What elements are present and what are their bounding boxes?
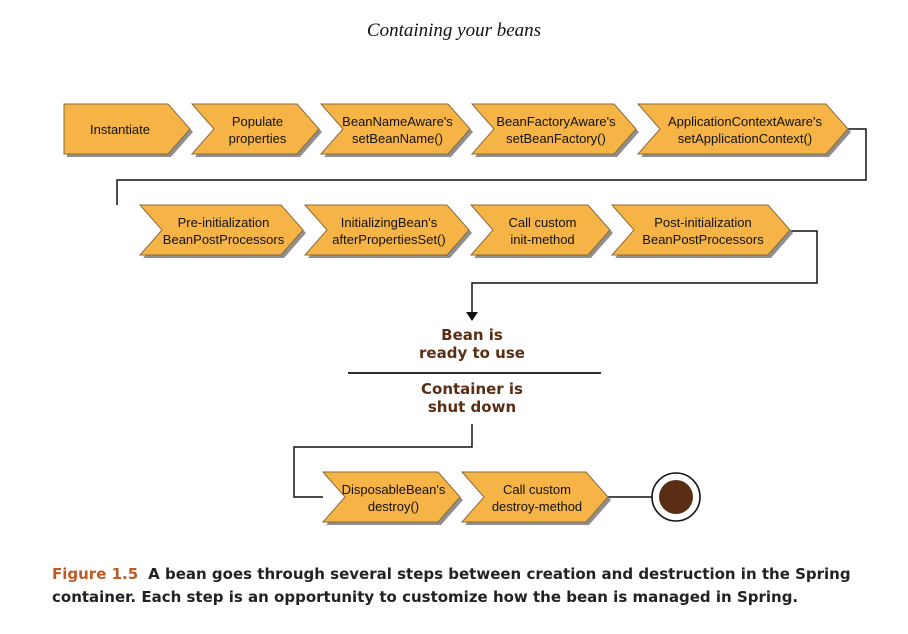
connector-shutdown-to-row3 [293,424,473,498]
chevron-step-4: BeanFactoryAware's setBeanFactory() [470,103,639,157]
chevron-shape [138,204,304,256]
chevron-shape [190,103,320,155]
end-node-dot [659,480,693,514]
chevron-shape [303,204,470,256]
chevron-shape [470,103,637,155]
connector-row2-to-ready [471,230,818,314]
chevron-step-4-line-2: setBeanFactory() [506,131,606,146]
chevron-step-10-line-1: DisposableBean's [342,482,446,497]
chevron-step-8-line-1: Call custom [509,215,577,230]
chevron-step-1: Instantiate [63,103,193,157]
chevron-step-5: ApplicationContextAware's setApplicationC… [636,103,851,157]
chevron-step-9-line-2: BeanPostProcessors [642,232,764,247]
chevron-step-2-line-2: properties [229,131,287,146]
chevron-step-3: BeanNameAware's setBeanName() [319,103,473,157]
chevron-shape [460,471,609,523]
chevron-step-2: Populate properties [190,103,322,157]
chevron-step-11-line-2: destroy-method [492,499,582,514]
figure-caption-text: A bean goes through several steps betwee… [52,565,851,606]
figure-label: Figure 1.5 [52,565,139,583]
page-header: Containing your beans [366,20,542,41]
chevron-shape [319,103,471,155]
state-shutdown-line-2: shut down [428,398,516,416]
chevron-step-3-line-1: BeanNameAware's [342,114,453,129]
chevron-steps: Instantiate Populate properties BeanNameAwa… [63,103,851,525]
chevron-shape [610,204,791,256]
chevron-step-10: DisposableBean's destroy() [321,471,463,525]
state-ready-line-1: Bean is [441,326,503,344]
chevron-step-3-line-2: setBeanName() [352,131,443,146]
connector-row1-to-row2 [116,128,867,205]
chevron-step-8-line-2: init-method [510,232,574,247]
chevron-shape [63,103,191,155]
chevron-step-5-line-1: ApplicationContextAware's [668,114,822,129]
chevron-step-2-line-1: Populate [232,114,283,129]
chevron-shape [469,204,611,256]
connectors [116,128,867,498]
chevron-step-1-line-1: Instantiate [90,122,150,137]
chevron-shape [636,103,849,155]
chevron-step-6-line-2: BeanPostProcessors [163,232,285,247]
chevron-step-7: InitializingBean's afterPropertiesSet() [303,204,472,258]
chevron-step-7-line-1: InitializingBean's [341,215,438,230]
chevron-step-6-line-1: Pre-initialization [178,215,270,230]
chevron-step-5-line-2: setApplicationContext() [678,131,812,146]
chevron-step-7-line-2: afterPropertiesSet() [332,232,445,247]
chevron-step-4-line-1: BeanFactoryAware's [496,114,616,129]
state-ready-line-2: ready to use [419,344,525,362]
chevron-step-11: Call custom destroy-method [460,471,611,525]
state-shutdown-line-1: Container is [421,380,523,398]
chevron-shape [321,471,461,523]
arrow-head-icon [466,312,478,321]
chevron-step-11-line-1: Call custom [503,482,571,497]
chevron-step-10-line-2: destroy() [368,499,419,514]
chevron-step-9-line-1: Post-initialization [654,215,752,230]
bean-lifecycle-diagram: Instantiate Populate properties BeanNameAwa… [63,103,867,525]
chevron-step-8: Call custom init-method [469,204,613,258]
